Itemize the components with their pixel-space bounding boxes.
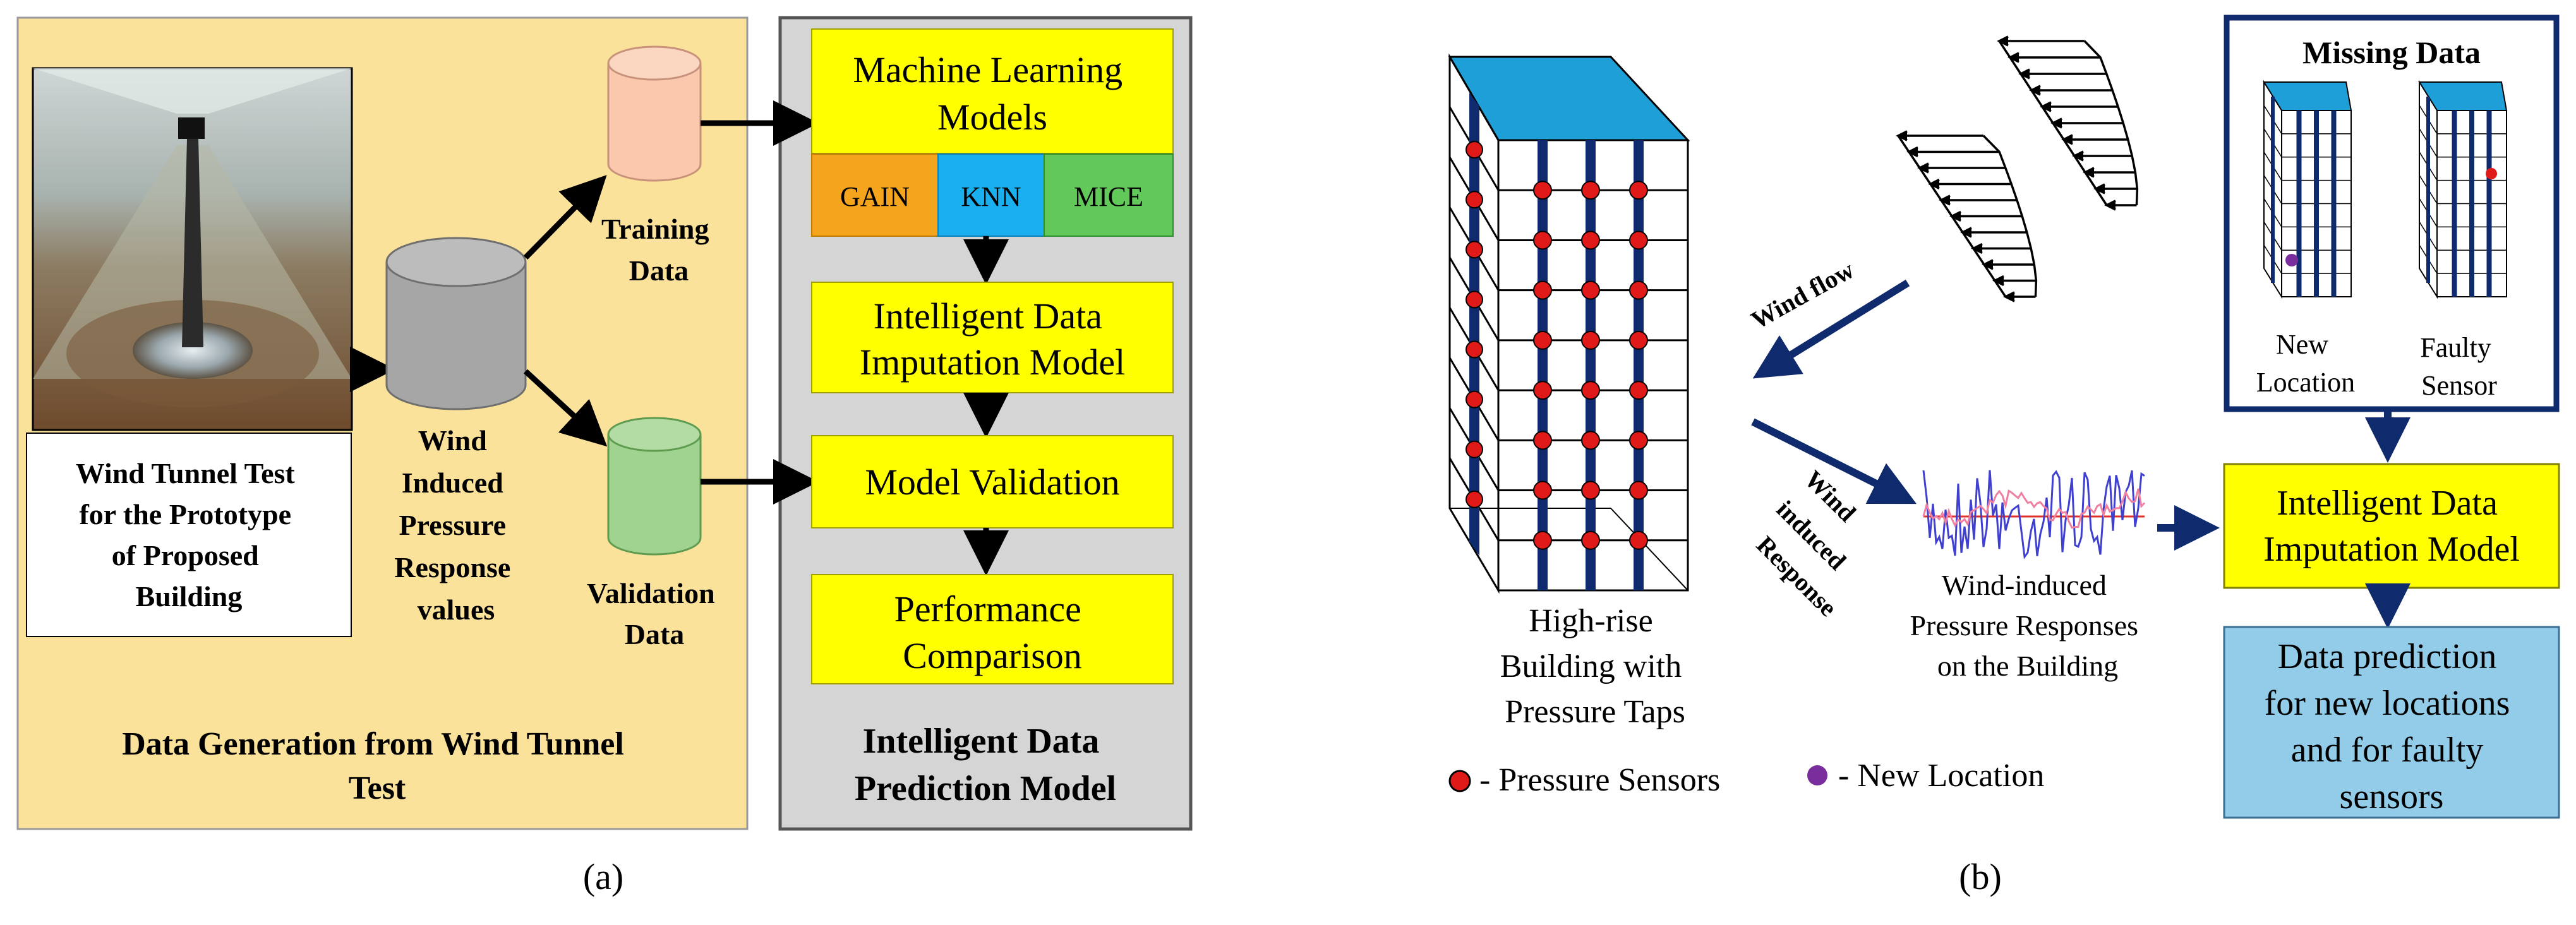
arrow-db-to-validation <box>523 369 608 447</box>
new-location-building-icon <box>2263 80 2352 299</box>
imputation-model-box-b <box>2223 463 2560 589</box>
building-label: High-rise Building with Pressure Taps <box>1500 603 1690 730</box>
gain-label: GAIN <box>840 181 910 212</box>
imputation-model-label: Intelligent Data Imputation Model <box>860 295 1125 383</box>
performance-comparison-box <box>811 574 1174 684</box>
faulty-sensor-label: Faulty Sensor <box>2420 332 2498 401</box>
wind-tunnel-photo <box>32 67 353 431</box>
data-generation-title: Data Generation from Wind Tunnel Test <box>122 726 632 806</box>
data-prediction-box <box>2223 626 2560 819</box>
panel-b-caption: (b) <box>1959 856 2002 897</box>
wind-induced-label-group: Wind induced Response <box>1751 465 1862 622</box>
high-rise-building <box>1448 53 1690 594</box>
wind-tunnel-caption-box <box>26 433 352 637</box>
faulty-sensor-building-icon <box>2418 80 2508 299</box>
panel-a-caption: (a) <box>583 856 623 897</box>
panel-a: Wind Tunnel Test for the Prototype of Pr… <box>16 16 1193 897</box>
pressure-responses-label: Wind-induced Pressure Responses on the B… <box>1910 569 2145 682</box>
wind-flow-arrow <box>1752 279 1910 379</box>
imputation-model-label-b: Intelligent Data Imputation Model <box>2263 484 2520 569</box>
mice-box <box>1044 153 1174 237</box>
legend-new-location-dot <box>1807 765 1827 785</box>
performance-comparison-label: Performance Comparison <box>894 588 1091 676</box>
new-location-label: New Location <box>2256 329 2355 398</box>
training-data-label: Training Data <box>601 213 716 287</box>
wind-induced-arrow <box>1751 418 1917 504</box>
wind-tunnel-caption: Wind Tunnel Test for the Prototype of Pr… <box>76 457 302 612</box>
knn-box <box>937 153 1045 237</box>
validation-data-icon <box>607 417 702 556</box>
validation-data-label: Validation Data <box>587 577 722 650</box>
prediction-model-title: Intelligent Data Prediction Model <box>855 722 1116 808</box>
knn-label: KNN <box>961 181 1021 212</box>
response-database-icon <box>385 237 527 410</box>
mice-label: MICE <box>1074 181 1143 212</box>
legend-sensor-label: - Pressure Sensors <box>1479 762 1720 798</box>
model-validation-box <box>811 435 1174 528</box>
arrow-db-to-training <box>523 175 607 260</box>
data-prediction-label: Data prediction for new locations and fo… <box>2265 637 2519 816</box>
ml-models-label: Machine Learning Models <box>853 49 1131 138</box>
legend-new-location-label: - New Location <box>1838 758 2044 794</box>
missing-data-title: Missing Data <box>2302 35 2481 70</box>
legend-sensor-dot <box>1448 770 1471 792</box>
training-data-icon <box>607 45 702 182</box>
pressure-response-plot <box>1922 470 2146 559</box>
wind-profile-icon <box>1896 35 2139 302</box>
model-validation-label: Model Validation <box>865 462 1119 503</box>
ml-models-box <box>811 28 1174 154</box>
wind-response-values-label: Wind Induced Pressure Response values <box>394 424 518 626</box>
gain-box <box>811 153 939 237</box>
